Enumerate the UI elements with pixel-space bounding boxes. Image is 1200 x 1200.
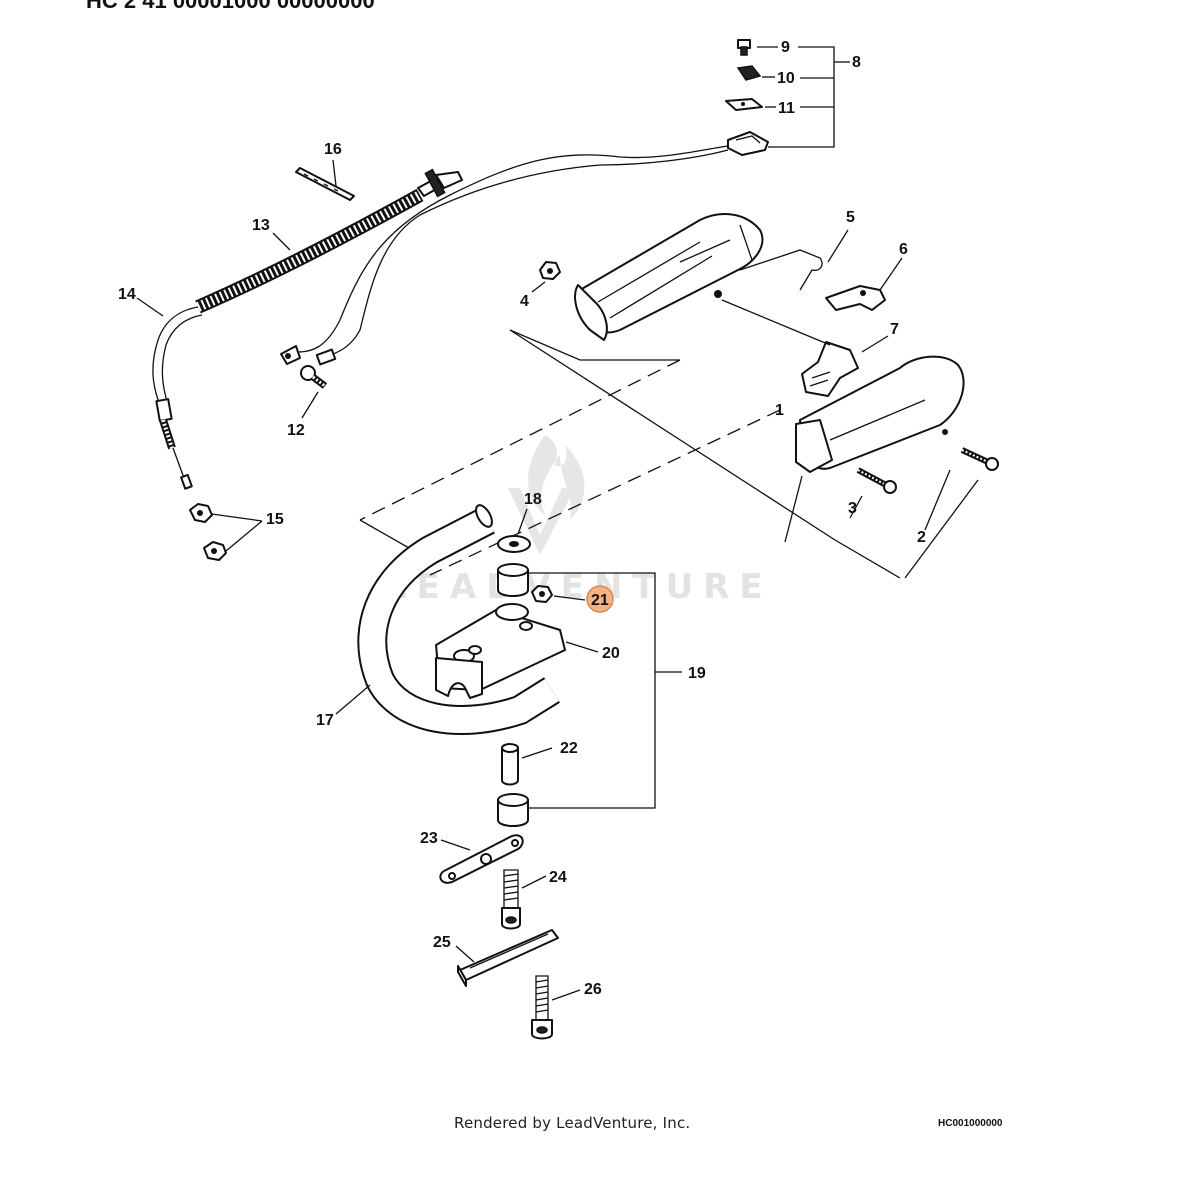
part-16-cable-tie[interactable]	[295, 167, 355, 201]
part-15-nut-bottom[interactable]	[203, 541, 227, 561]
callout-7[interactable]: 7	[890, 321, 899, 338]
part-6-lever[interactable]	[825, 285, 886, 311]
rendered-by-text: Rendered by LeadVenture, Inc.	[454, 1114, 691, 1132]
callout-14[interactable]: 14	[118, 286, 136, 303]
callout-11[interactable]: 11	[778, 100, 795, 117]
callout-5[interactable]: 5	[846, 209, 855, 226]
callout-13[interactable]: 13	[252, 217, 270, 234]
callout-17[interactable]: 17	[316, 712, 334, 729]
part-24-bolt[interactable]	[501, 869, 521, 930]
callout-23[interactable]: 23	[420, 830, 438, 847]
part-25-rail[interactable]	[457, 929, 559, 987]
part-12-screw[interactable]	[300, 365, 328, 389]
callout-26[interactable]: 26	[584, 981, 602, 998]
part-4-nut[interactable]	[539, 261, 561, 280]
callout-8[interactable]: 8	[852, 54, 861, 71]
callout-1[interactable]: 1	[775, 402, 784, 419]
callout-25[interactable]: 25	[433, 934, 451, 951]
callout-16[interactable]: 16	[324, 141, 342, 158]
callout-12[interactable]: 12	[287, 422, 305, 439]
highlight-circle-21	[586, 585, 614, 613]
callout-2[interactable]: 2	[917, 529, 926, 546]
part-14-cable-end[interactable]	[152, 306, 203, 490]
part-13-throttle-cable[interactable]	[195, 168, 463, 314]
part-20-clamp[interactable]	[435, 603, 566, 699]
callout-6[interactable]: 6	[899, 241, 908, 258]
part-22-pin[interactable]	[501, 743, 519, 786]
callout-22[interactable]: 22	[560, 740, 578, 757]
diagram-code: HC001000000	[938, 1118, 1003, 1129]
watermark-text: LEADVENTURE	[385, 567, 773, 607]
part-26-bolt[interactable]	[531, 975, 553, 1040]
callout-21[interactable]: 21	[591, 592, 609, 609]
part-19-sleeve-top[interactable]	[497, 563, 529, 597]
wire-terminal-right	[315, 348, 337, 366]
part-23-plate[interactable]	[439, 834, 524, 884]
callout-9[interactable]: 9	[781, 39, 790, 56]
part-9-screw[interactable]	[737, 39, 751, 56]
callout-19[interactable]: 19	[688, 665, 706, 682]
part-7-trigger[interactable]	[801, 341, 859, 397]
part-19-sleeve-bottom[interactable]	[497, 793, 529, 827]
part-15-nut-top[interactable]	[189, 503, 213, 523]
part-2-screw[interactable]	[960, 447, 999, 471]
callout-10[interactable]: 10	[777, 70, 795, 87]
callout-3[interactable]: 3	[848, 500, 857, 517]
part-10-clamp[interactable]	[736, 65, 762, 81]
part-3-screw[interactable]	[856, 467, 897, 494]
part-18-washer[interactable]	[497, 535, 531, 553]
callout-4[interactable]: 4	[520, 293, 529, 310]
part-5-handle-upper[interactable]	[574, 213, 764, 341]
callout-20[interactable]: 20	[602, 645, 620, 662]
part-17-handlebar[interactable]	[357, 503, 560, 735]
part-8-cable-holder[interactable]	[727, 131, 769, 156]
callout-labels: 1 2 3 4 5 6 7 8 9 10 11 12 13 14 15 16 1…	[118, 39, 926, 998]
callout-15[interactable]: 15	[266, 511, 284, 528]
watermark: LEADVENTURE	[385, 435, 773, 607]
page-header-fragment: HC 2 41 00001000 00000000	[86, 0, 375, 13]
callout-18[interactable]: 18	[524, 491, 542, 508]
callout-24[interactable]: 24	[549, 869, 567, 886]
part-21-nut[interactable]	[531, 585, 553, 603]
part-1-handle-lower[interactable]	[795, 355, 965, 473]
part-11-plate[interactable]	[725, 98, 763, 111]
wire-terminal-left	[280, 345, 301, 365]
